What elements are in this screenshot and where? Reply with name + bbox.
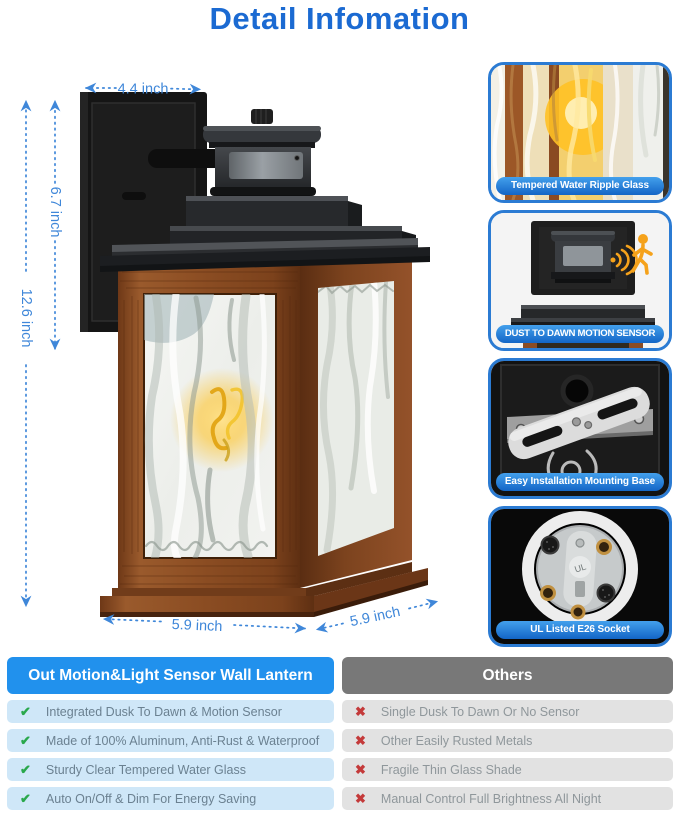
feature-cards: Tempered Water Ripple Glass — [488, 62, 674, 654]
comparison-row: ✖ Other Easily Rusted Metals — [342, 729, 673, 752]
dimension-body-height: 6.7 inch — [47, 187, 63, 238]
cross-icon: ✖ — [355, 762, 366, 777]
feature-card-e26-socket: UL UL Listed E26 Socket — [488, 506, 672, 647]
comparison-row: ✔ Integrated Dusk To Dawn & Motion Senso… — [7, 700, 334, 723]
bulb-filament — [210, 387, 244, 462]
dimension-top-width: 4.4 inch — [118, 82, 169, 98]
comparison-row: ✔ Sturdy Clear Tempered Water Glass — [7, 758, 334, 781]
check-icon: ✔ — [20, 704, 31, 719]
lantern-body — [100, 253, 428, 617]
cross-icon: ✖ — [355, 791, 366, 806]
comparison-row-text: Single Dusk To Dawn Or No Sensor — [380, 704, 580, 719]
mounting-base-image — [491, 361, 669, 496]
comparison-row: ✖ Single Dusk To Dawn Or No Sensor — [342, 700, 673, 723]
walking-person-icon — [610, 234, 653, 276]
feature-label-ripple-glass: Tempered Water Ripple Glass — [496, 177, 664, 195]
comparison-row: ✖ Manual Control Full Brightness All Nig… — [342, 787, 673, 810]
comparison-row: ✔ Made of 100% Aluminum, Anti-Rust & Wat… — [7, 729, 334, 752]
comparison-column-others: Others ✖ Single Dusk To Dawn Or No Senso… — [342, 657, 673, 810]
comparison-row-text: Made of 100% Aluminum, Anti-Rust & Water… — [45, 733, 320, 748]
ripple-glass-texture — [144, 294, 269, 558]
dimension-base-depth: 5.9 inch — [349, 604, 402, 630]
feature-label-motion-sensor: DUST TO DAWN MOTION SENSOR — [496, 325, 664, 343]
ul-mark: UL — [573, 561, 587, 574]
feature-card-ripple-glass: Tempered Water Ripple Glass — [488, 62, 672, 203]
comparison-header-others: Others — [342, 657, 673, 694]
comparison-header-ours: Out Motion&Light Sensor Wall Lantern — [7, 657, 334, 694]
comparison-row-text: Integrated Dusk To Dawn & Motion Sensor — [45, 704, 282, 719]
motion-sensor-head — [203, 109, 321, 200]
comparison-row-text: Manual Control Full Brightness All Night — [380, 791, 602, 806]
check-icon: ✔ — [20, 733, 31, 748]
comparison-row: ✔ Auto On/Off & Dim For Energy Saving — [7, 787, 334, 810]
roof — [100, 196, 430, 272]
feature-card-mounting-base: Easy Installation Mounting Base — [488, 358, 672, 499]
check-icon: ✔ — [20, 762, 31, 777]
cross-icon: ✖ — [355, 704, 366, 719]
feature-label-mounting-base: Easy Installation Mounting Base — [496, 473, 664, 491]
check-icon: ✔ — [20, 791, 31, 806]
lantern-illustration: 4.4 inch 6.7 inch 12.6 inch 5.9 inch 5.9… — [18, 82, 439, 635]
dimension-base-width: 5.9 inch — [171, 617, 222, 635]
dimension-total-height: 12.6 inch — [18, 289, 34, 348]
comparison-row: ✖ Fragile Thin Glass Shade — [342, 758, 673, 781]
feature-card-motion-sensor: DUST TO DAWN MOTION SENSOR — [488, 210, 672, 351]
comparison-row-text: Auto On/Off & Dim For Energy Saving — [45, 791, 257, 806]
feature-label-e26-socket: UL Listed E26 Socket — [496, 621, 664, 639]
page-title: Detail Infomation — [209, 1, 470, 36]
comparison-row-text: Sturdy Clear Tempered Water Glass — [45, 762, 246, 777]
cross-icon: ✖ — [355, 733, 366, 748]
dimension-arrows — [20, 82, 439, 634]
comparison-row-text: Other Easily Rusted Metals — [380, 733, 533, 748]
comparison-row-text: Fragile Thin Glass Shade — [380, 762, 522, 777]
comparison-column-ours: Out Motion&Light Sensor Wall Lantern ✔ I… — [7, 657, 334, 810]
